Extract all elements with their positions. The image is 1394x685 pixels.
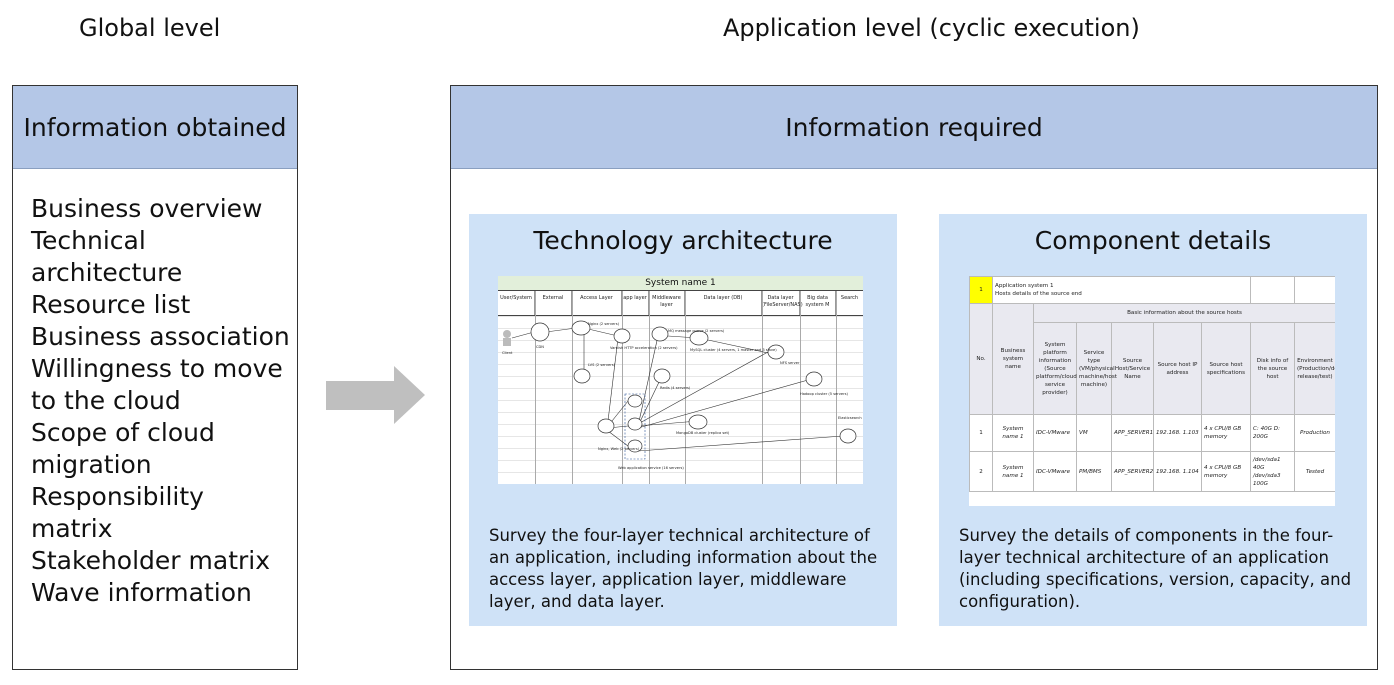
column-header: Data layer (DB) bbox=[685, 291, 762, 315]
column-header: Middleware layer bbox=[649, 291, 685, 315]
table-row: 2 System name 1 IDC-VMware PM/BMS APP_SE… bbox=[969, 451, 1335, 492]
table-cell: VM bbox=[1076, 414, 1112, 452]
table-cell: Production bbox=[1294, 414, 1335, 452]
node-label: Nginx, Web (2 servers) bbox=[598, 447, 640, 451]
table-header: System platform information (Source plat… bbox=[1033, 322, 1077, 415]
information-obtained-panel: Information obtained Business overview T… bbox=[12, 85, 298, 670]
list-item: Scope of cloud migration bbox=[31, 418, 215, 479]
table-cell: /dev/sda1 40G /dev/sda3 100G bbox=[1250, 451, 1295, 492]
right-arrow-icon bbox=[326, 366, 425, 424]
component-table: 1 Application system 1 Hosts details of … bbox=[969, 276, 1335, 492]
column-header: Access Layer bbox=[572, 291, 622, 315]
technology-architecture-description: Survey the four-layer technical architec… bbox=[489, 526, 878, 611]
table-cell: C: 40G D: 200G bbox=[1250, 414, 1295, 452]
node-label: Varnish HTTP acceleration (2 servers) bbox=[610, 346, 678, 350]
node-label: Client bbox=[502, 351, 513, 355]
table-header: Source Host/Service Name bbox=[1111, 322, 1154, 415]
node-label: MongoDB cluster (replica set) bbox=[676, 431, 730, 435]
node-label: Elasticsearch bbox=[838, 416, 862, 420]
table-index: 1 bbox=[969, 276, 993, 304]
node-label: CDN bbox=[536, 345, 544, 349]
column-header: Data layer (FileServer/NAS) bbox=[762, 291, 803, 315]
component-details-description: Survey the details of components in the … bbox=[959, 526, 1352, 611]
table-cell: IDC-VMware bbox=[1033, 414, 1077, 452]
list-item: Stakeholder matrix bbox=[31, 546, 271, 575]
list-item: Business association bbox=[31, 322, 290, 351]
global-level-heading: Global level bbox=[79, 14, 221, 42]
app-system-label: Application system 1 bbox=[995, 283, 1054, 289]
table-cell: 4 x CPU/8 GB memory bbox=[1201, 414, 1251, 452]
table-header: Source host specifications bbox=[1201, 322, 1251, 415]
list-item: Wave information bbox=[31, 578, 252, 607]
node-label: Redis (4 servers) bbox=[660, 386, 691, 390]
table-cell: APP_SERVER1 bbox=[1111, 414, 1154, 452]
component-table-thumbnail: 1 Application system 1 Hosts details of … bbox=[969, 276, 1335, 506]
application-level-heading: Application level (cyclic execution) bbox=[723, 14, 1140, 42]
table-row: 1 System name 1 IDC-VMware VM APP_SERVER… bbox=[969, 414, 1335, 452]
technology-architecture-title: Technology architecture bbox=[533, 226, 833, 255]
table-cell: PM/BMS bbox=[1076, 451, 1112, 492]
table-cell: 192.168. 1.103 bbox=[1153, 414, 1202, 452]
table-header: Environment (Production/development/pre-… bbox=[1294, 322, 1335, 415]
information-required-panel: Information required Technology architec… bbox=[450, 85, 1378, 670]
technology-architecture-card: Technology architecture System name 1 Us… bbox=[469, 214, 897, 626]
node-label: Web application service (16 servers) bbox=[618, 466, 684, 470]
table-header: Business system name bbox=[992, 303, 1034, 415]
table-group-header: Basic information about the source hosts bbox=[1033, 303, 1335, 323]
column-header: Search bbox=[840, 295, 859, 301]
table-cell: 4 x CPU/8 GB memory bbox=[1201, 451, 1251, 492]
component-details-title: Component details bbox=[1034, 226, 1272, 255]
architecture-diagram-thumbnail: System name 1 User/System External Acces… bbox=[498, 276, 863, 484]
node-label: MQ message queue (2 servers) bbox=[668, 329, 725, 333]
information-obtained-list: Business overview Technical architecture… bbox=[31, 193, 293, 609]
list-item: Technical architecture bbox=[31, 226, 183, 287]
column-header: User/System bbox=[498, 291, 535, 315]
hosts-details-label: Hosts details of the source end bbox=[995, 291, 1082, 297]
component-details-card: Component details 1 Application system 1… bbox=[939, 214, 1367, 626]
architecture-diagram: Client CDN Nginx (2 servers) Varnish HTT… bbox=[502, 320, 862, 470]
list-item: Resource list bbox=[31, 290, 191, 319]
table-cell: System name 1 bbox=[992, 451, 1034, 492]
list-item: Willingness to move to the cloud bbox=[31, 354, 283, 415]
column-header: External bbox=[535, 291, 572, 315]
node-label: Hadoop cluster (5 servers) bbox=[800, 392, 848, 396]
information-required-title: Information required bbox=[451, 86, 1377, 169]
node-label: NFS server bbox=[780, 361, 800, 365]
table-cell: 192.168. 1.104 bbox=[1153, 451, 1202, 492]
information-obtained-title: Information obtained bbox=[13, 86, 297, 169]
table-header: No. bbox=[969, 303, 993, 415]
table-cell: APP_SERVER2 bbox=[1111, 451, 1154, 492]
list-item: Business overview bbox=[31, 194, 263, 223]
column-header: app layer bbox=[622, 291, 649, 315]
column-header: Big data system M bbox=[800, 291, 836, 315]
table-header: Disk info of the source host bbox=[1250, 322, 1295, 415]
node-label: Nginx (2 servers) bbox=[588, 322, 620, 326]
node-label: LVS (2 servers) bbox=[588, 363, 616, 367]
table-header: Service type (VM/physical machine/host m… bbox=[1076, 322, 1117, 415]
table-cell: System name 1 bbox=[992, 414, 1034, 452]
table-cell: 2 bbox=[969, 451, 993, 492]
system-title: System name 1 bbox=[498, 276, 863, 291]
table-cell: Tested bbox=[1294, 451, 1335, 492]
node-label: MySQL cluster (4 servers, 1 master and 3… bbox=[690, 348, 777, 352]
table-header: Source host IP address bbox=[1153, 322, 1202, 415]
table-cell: 1 bbox=[969, 414, 993, 452]
list-item: Responsibility matrix bbox=[31, 482, 204, 543]
table-cell: IDC-VMware bbox=[1033, 451, 1077, 492]
